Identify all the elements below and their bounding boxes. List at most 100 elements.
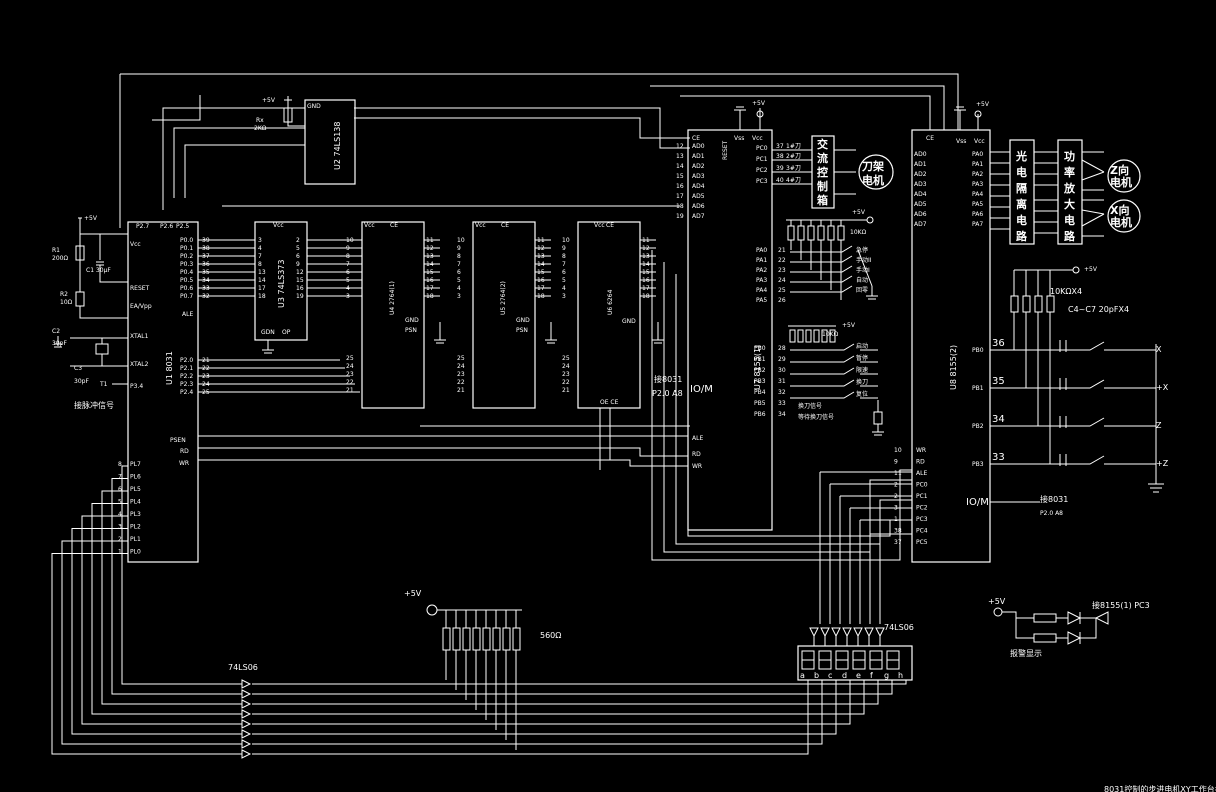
resistor <box>827 225 835 241</box>
switch-a-label: 急停 <box>856 246 868 254</box>
u7-pc-label: PC1 <box>756 156 768 163</box>
switch-b-wire <box>790 379 878 387</box>
buffer-triangle <box>241 679 252 689</box>
digit-line-right <box>252 680 837 735</box>
u7-supply: +5V <box>752 100 766 107</box>
resistor-560 <box>512 627 521 651</box>
u7-ad-label: AD4 <box>692 183 705 190</box>
title-strip: 8031控制的步进电机XY工作台控制电路图 <box>1104 784 1216 792</box>
u5-pin-hi: 25 <box>457 355 465 362</box>
u3-pin-out: 19 <box>296 293 304 300</box>
res-supply: +5V <box>404 589 422 598</box>
amp-char: 路 <box>1064 229 1076 243</box>
u4-pin-hi: 22 <box>346 379 354 386</box>
switch-b-label: 启动 <box>856 342 868 350</box>
u5-pin-a: 5 <box>457 277 461 284</box>
u7-ce: CE <box>692 135 700 142</box>
u5-pin-hi: 23 <box>457 371 465 378</box>
u1-p2-label: P2.3 <box>180 381 193 388</box>
u7-pb-pin: 29 <box>778 356 786 363</box>
u3-op: OP <box>282 329 291 336</box>
u3-name: U3 74LS373 <box>277 260 286 308</box>
tool-pos-1: 1#刀 <box>786 143 801 150</box>
axis-pin: 36 <box>992 338 1005 349</box>
axis-pin: 34 <box>992 414 1005 425</box>
u7-connect2: P2.0 A8 <box>652 389 683 398</box>
u6-vcc: Vcc <box>594 222 605 229</box>
top-bus <box>119 73 959 228</box>
u8-connect: 接8031 <box>1040 494 1068 504</box>
u7-pb-label: PB3 <box>754 378 766 385</box>
u7-pa-label: PA2 <box>756 267 767 274</box>
resistor-560 <box>462 627 471 651</box>
ac-control-char: 流 <box>817 151 828 165</box>
u1-eavpp: EA/Vpp <box>130 303 152 310</box>
u1-ale: ALE <box>182 311 193 318</box>
resistor-560 <box>492 627 501 651</box>
buffer-triangle <box>241 699 252 709</box>
u4-pin-hi: 21 <box>346 387 354 394</box>
tool-pos-4: 4#刀 <box>786 177 801 184</box>
u8-ctrl-pin: 38 <box>894 528 902 535</box>
handwheel-label: 接脉冲信号 <box>74 400 114 410</box>
u8-ctrl-label: ALE <box>916 470 927 477</box>
opto-char: 电 <box>1016 165 1027 179</box>
u8-ad-label: AD6 <box>914 211 927 218</box>
digit-line-left <box>111 478 242 695</box>
resistor <box>813 329 820 343</box>
resistor <box>829 329 836 343</box>
u4-pin-hi: 24 <box>346 363 354 370</box>
segment-letter: g <box>884 671 889 680</box>
u8-ad-label: AD3 <box>914 181 927 188</box>
u7-pc-39: 39 <box>776 165 784 172</box>
u5-ce: CE <box>501 222 509 229</box>
u3-pin-out: 5 <box>296 245 300 252</box>
u1-p1-pin: 8 <box>118 461 122 468</box>
u4-pin-a: 3 <box>346 293 350 300</box>
u8-ctrl-label: PC1 <box>916 493 928 500</box>
u7-pa-label: PA0 <box>756 247 767 254</box>
alarm-label: 报警显示 <box>1010 648 1042 658</box>
z-motor-l1: Z向 <box>1110 163 1129 177</box>
switch-b-label: 复位 <box>856 390 868 398</box>
u1-p0-label: P0.7 <box>180 293 193 300</box>
u8-pa-label: PA3 <box>972 181 983 188</box>
u8-ctrl-label: PC5 <box>916 539 928 546</box>
u7-vss: Vss <box>734 135 744 142</box>
amp-char: 率 <box>1064 165 1075 179</box>
resistor-560 <box>442 627 451 651</box>
u1-p1-pin: 1 <box>118 549 122 556</box>
switch-b-wire <box>790 367 878 375</box>
u1-p0-label: P0.1 <box>180 245 193 252</box>
u3-pin-in: 3 <box>258 237 262 244</box>
tool-motor-l2: 电机 <box>862 173 884 187</box>
u8-vss: Vss <box>956 138 966 145</box>
u4-name: U4 2764(1) <box>389 281 396 315</box>
u8-ctrl-label: RD <box>916 459 925 466</box>
u2-supply: +5V <box>262 97 276 104</box>
chip-u4: Vcc CE GND PSN U4 2764(1) <box>361 221 446 409</box>
ac-control-char: 制 <box>817 179 828 193</box>
u5-pin-hi: 24 <box>457 363 465 370</box>
u7-pc-label: PC0 <box>756 145 768 152</box>
u6-ce: CE <box>606 222 614 229</box>
u5-pin-hi: 22 <box>457 379 465 386</box>
u4-psn: PSN <box>405 327 417 334</box>
u4-vcc: Vcc <box>364 222 375 229</box>
u3-vcc: Vcc <box>273 222 284 229</box>
u7-pa-pin: 26 <box>778 297 786 304</box>
u1-top-p25: P2.5 <box>176 223 189 230</box>
u7-name: U7 8155(1) <box>753 345 762 390</box>
u7-pa-label: PA4 <box>756 287 767 294</box>
u7-pc-37: 37 <box>776 143 784 150</box>
chip-u6: Vcc CE GND OE CE U6 6264 <box>577 221 664 409</box>
u7-iom: IO/M <box>690 384 713 395</box>
switch-a-wire <box>790 265 853 273</box>
ls06b-label: 74LS06 <box>884 623 914 632</box>
axis-switch-wire <box>990 341 1156 351</box>
u6-pin-a: 5 <box>562 277 566 284</box>
u8-ad-label: AD1 <box>914 161 927 168</box>
